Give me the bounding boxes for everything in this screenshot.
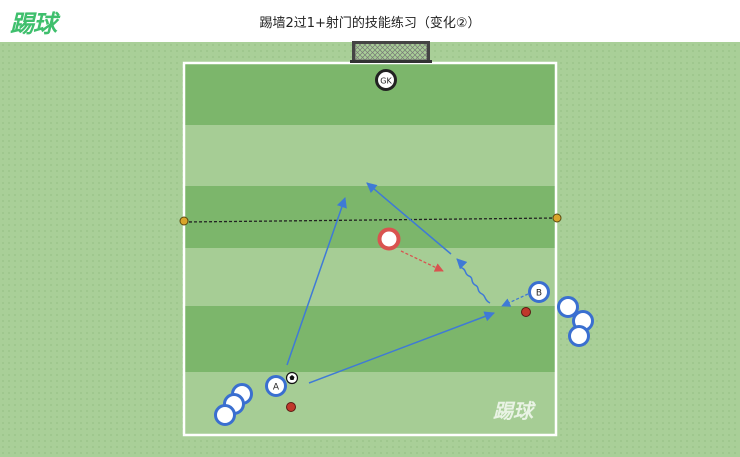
defender bbox=[377, 227, 401, 251]
logo: 踢球 bbox=[10, 10, 57, 38]
dashed-line bbox=[183, 217, 558, 223]
marker-left bbox=[179, 216, 189, 226]
run-arrow bbox=[366, 182, 452, 255]
stripe-dark bbox=[184, 186, 556, 248]
goal-icon bbox=[350, 41, 432, 63]
player-a-marker bbox=[265, 375, 287, 397]
player-queue-marker bbox=[214, 404, 236, 426]
dribble-arrow bbox=[456, 258, 491, 304]
marker-right bbox=[552, 213, 562, 223]
player-b-label: B bbox=[536, 289, 542, 299]
pass-arrow-a-to-b bbox=[308, 311, 495, 384]
defender-run-arrow bbox=[400, 250, 444, 272]
watermark: 踢球 bbox=[493, 399, 536, 423]
header-bar: 踢球 踢墙2过1+射门的技能练习（变化②） bbox=[0, 0, 740, 42]
goalkeeper-label: GK bbox=[380, 77, 392, 86]
player-b: B bbox=[528, 281, 550, 303]
cone bbox=[521, 307, 531, 317]
stripe-dark bbox=[184, 306, 556, 372]
page-title: 踢墙2过1+射门的技能练习（变化②） bbox=[259, 16, 481, 31]
pass-arrow-a-forward bbox=[286, 197, 347, 366]
cone bbox=[286, 402, 296, 412]
stripe-light bbox=[184, 125, 556, 186]
player-a-label: A bbox=[273, 383, 280, 393]
field-stripes bbox=[184, 63, 556, 435]
stripe-light bbox=[184, 248, 556, 306]
player-queue-marker bbox=[568, 325, 590, 347]
player-queue-right bbox=[557, 296, 594, 347]
player-queue-left bbox=[214, 383, 253, 426]
goalkeeper: GK bbox=[375, 69, 397, 91]
ball-icon bbox=[285, 371, 299, 385]
goalkeeper-marker bbox=[375, 69, 397, 91]
stripe-dark bbox=[184, 63, 556, 125]
player-b-marker bbox=[528, 281, 550, 303]
player-a: A bbox=[265, 375, 287, 397]
player-queue-marker bbox=[557, 296, 579, 318]
